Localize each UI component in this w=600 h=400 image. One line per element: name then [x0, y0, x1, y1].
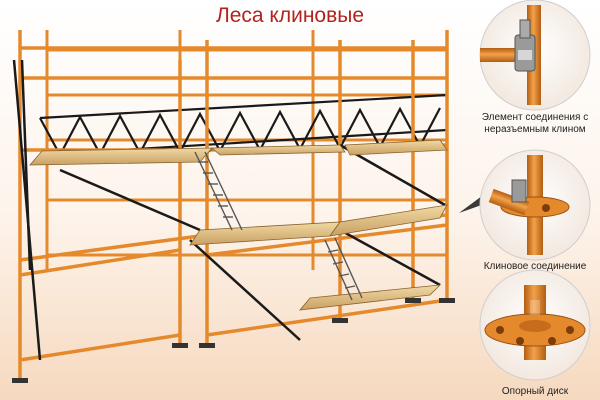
page-title: Леса клиновые: [215, 4, 365, 27]
deck-planks: [29, 139, 448, 311]
ladders: [194, 151, 363, 301]
caption-wedge-element-line2: неразъемным клином: [484, 124, 586, 135]
caption-support-disk: Опорный диск: [501, 386, 569, 397]
caption-wedge-element-line1: Элемент соединения с: [481, 112, 589, 123]
caption-wedge-element: Элемент соединения с неразъемным клином: [470, 112, 600, 136]
base-plates: [12, 298, 455, 383]
caption-wedge-connection: Клиновое соединение: [483, 261, 587, 272]
detail-circle-wedge-element: [479, 0, 591, 111]
diagonal-braces: [12, 59, 446, 361]
detail-circle-support-disk: [479, 269, 591, 381]
detail-circle-wedge-connection: [479, 149, 591, 261]
front-frame: [18, 30, 449, 380]
